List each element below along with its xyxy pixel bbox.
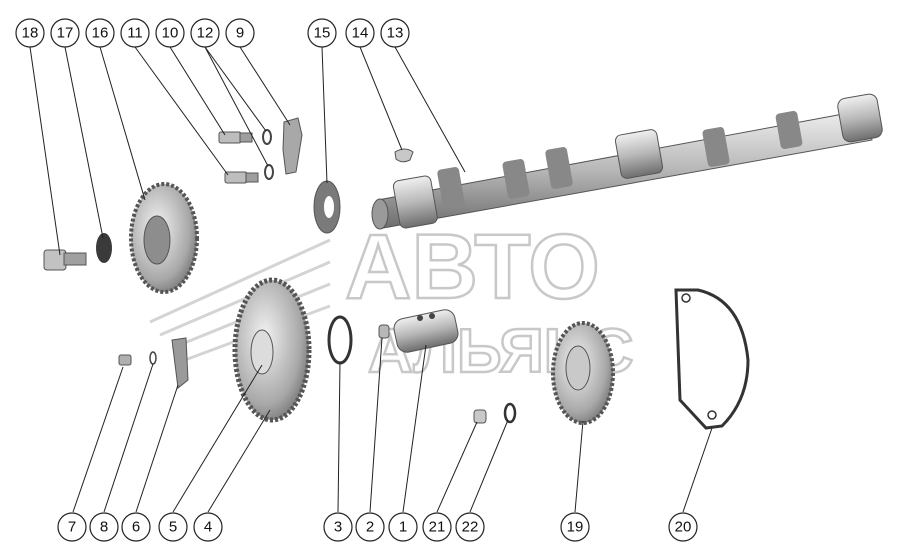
svg-text:9: 9 [236,25,244,42]
callout-18: 18 [15,18,45,48]
callout-13: 13 [380,18,410,48]
drive-gear [551,321,615,425]
retaining-plate [282,117,303,175]
bolt-11 [224,171,259,184]
bolt-7 [118,354,132,366]
callout-12: 12 [190,18,220,48]
svg-text:2: 2 [366,519,374,536]
callout-4: 4 [193,512,223,542]
svg-text:1: 1 [399,519,407,536]
callout-1: 1 [388,512,418,542]
svg-text:4: 4 [204,519,212,536]
callout-8: 8 [89,512,119,542]
lock-washer-upper [262,129,272,145]
bushing-sleeve [393,309,459,353]
callout-9: 9 [225,18,255,48]
svg-text:19: 19 [567,519,584,536]
svg-text:8: 8 [100,519,108,536]
svg-text:17: 17 [57,25,74,42]
svg-text:22: 22 [462,519,479,536]
leader-lines [29,46,713,513]
svg-text:11: 11 [127,25,143,42]
callout-19: 19 [560,512,590,542]
woodruff-key [394,148,414,163]
callout-20: 20 [668,512,698,542]
washer-8 [149,351,157,365]
washer-22 [503,402,517,424]
svg-text:12: 12 [197,25,214,42]
svg-text:13: 13 [387,25,404,42]
callout-17: 17 [50,18,80,48]
svg-text:16: 16 [92,25,109,42]
callout-10: 10 [155,18,185,48]
callout-6: 6 [121,512,151,542]
svg-text:14: 14 [352,25,369,42]
callout-16: 16 [85,18,115,48]
callout-7: 7 [57,512,87,542]
seal-ring [327,315,353,365]
svg-text:3: 3 [334,519,342,536]
nut-21 [473,409,487,424]
svg-text:6: 6 [132,519,140,536]
svg-text:10: 10 [162,25,179,42]
callout-15: 15 [307,18,337,48]
callout-14: 14 [345,18,375,48]
washer-17 [96,233,112,263]
lock-washer-lower [264,164,274,180]
small-gear [129,182,199,294]
lock-plate [171,337,189,389]
callout-3: 3 [323,512,353,542]
bolt-18 [43,249,87,271]
svg-text:7: 7 [68,519,76,536]
camshaft [371,93,883,230]
watermark-line1: АВТО [345,216,600,318]
callout-2: 2 [355,512,385,542]
svg-text:18: 18 [22,25,39,42]
gasket [674,288,750,430]
large-gear [232,277,312,423]
callout-5: 5 [158,512,188,542]
thrust-washer [313,180,341,234]
callout-11: 11 [120,18,150,48]
svg-text:5: 5 [169,519,177,536]
svg-text:21: 21 [429,519,446,536]
callout-22: 22 [455,512,485,542]
svg-text:15: 15 [314,25,331,42]
callout-21: 21 [422,512,452,542]
svg-text:20: 20 [675,519,692,536]
nut-2 [378,324,390,339]
